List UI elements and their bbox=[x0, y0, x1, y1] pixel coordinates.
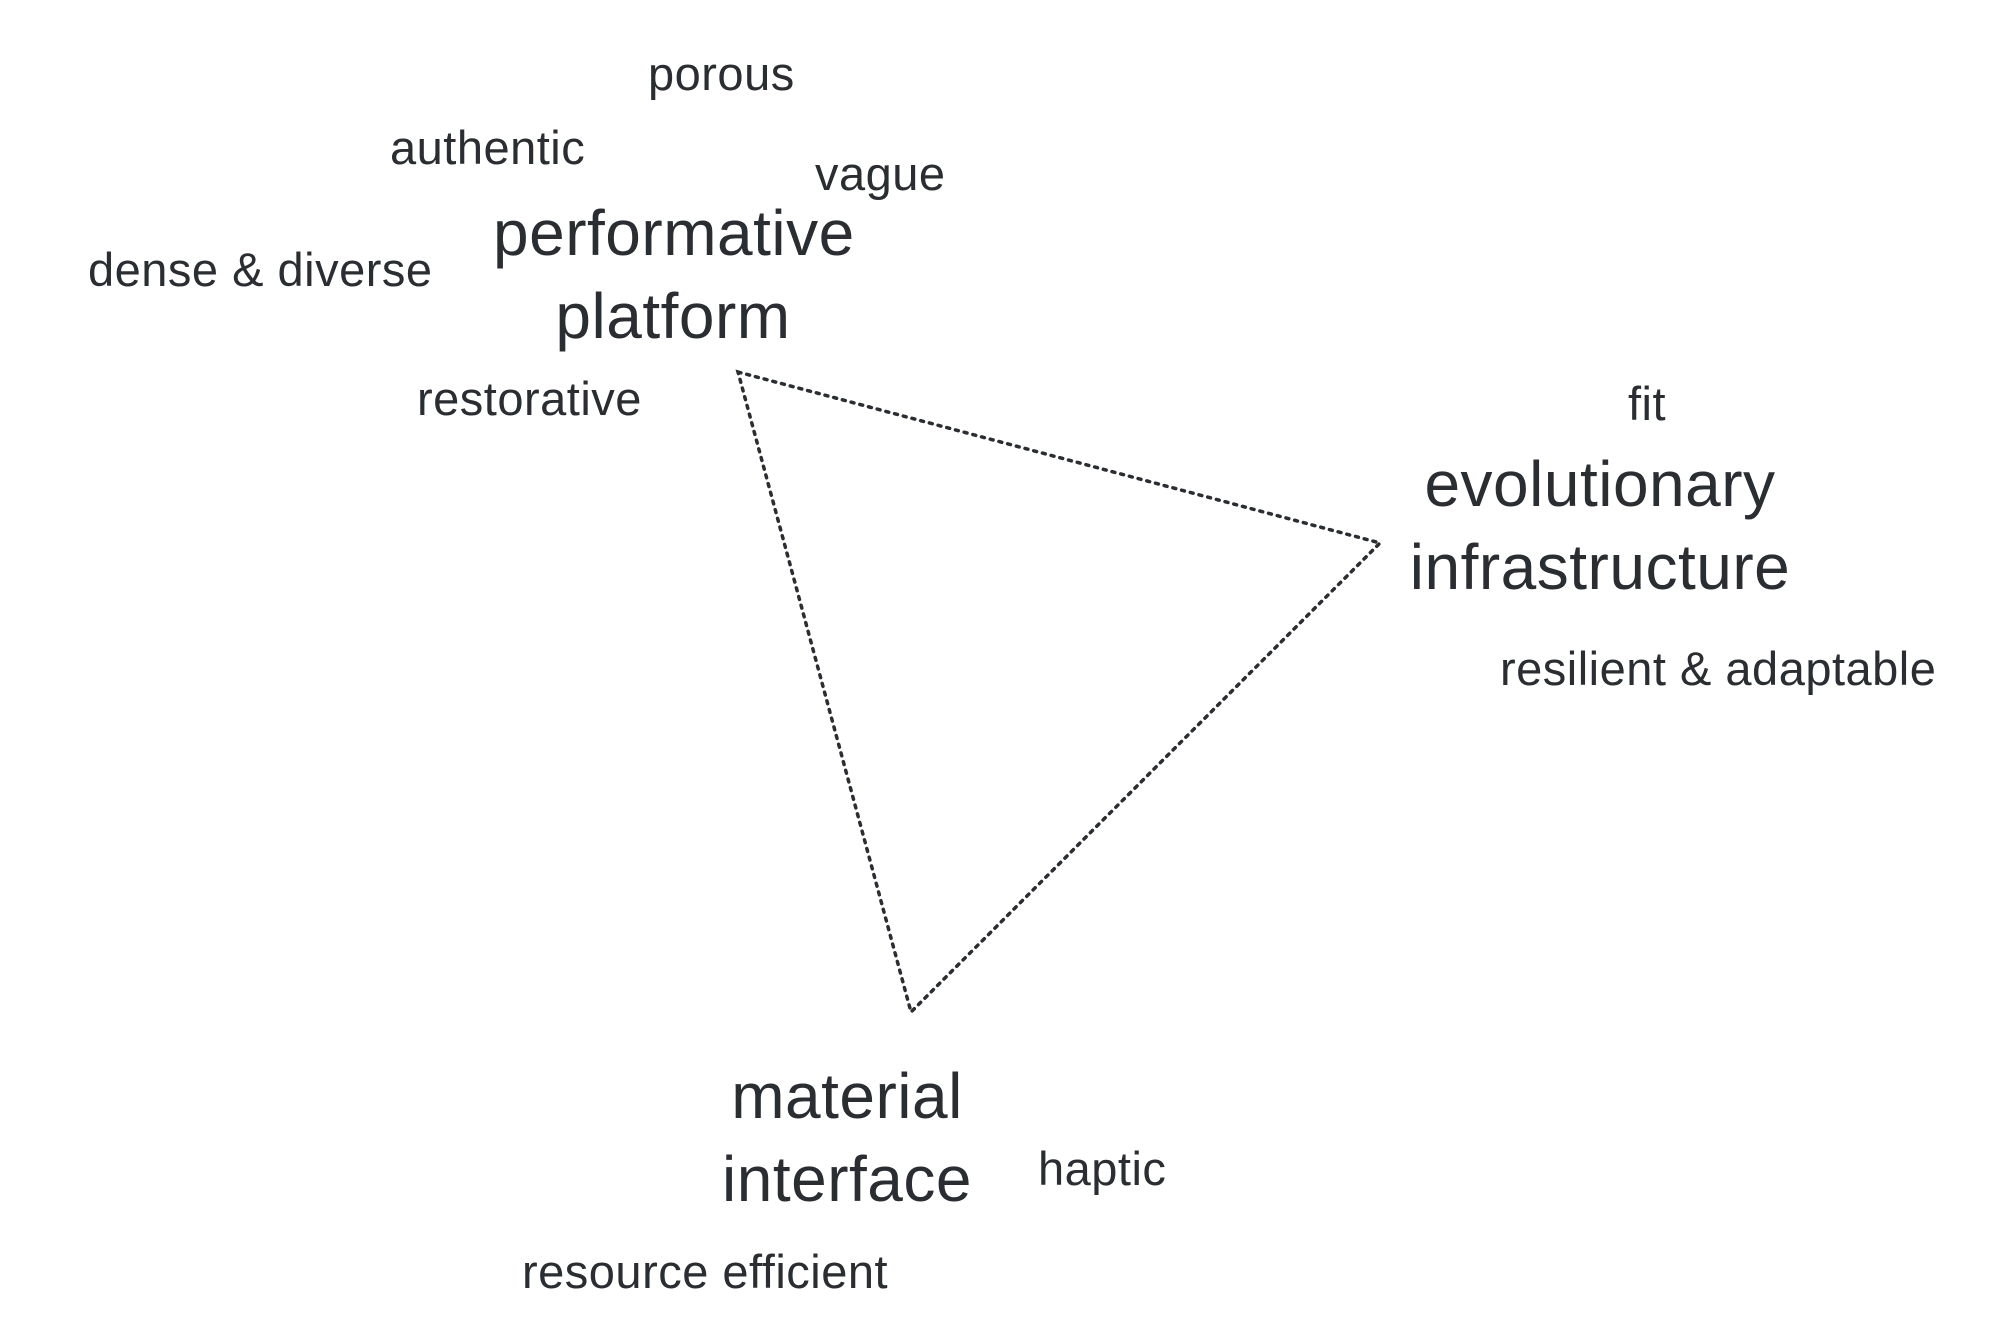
attribute-authentic: authentic bbox=[390, 121, 586, 174]
node-evolutionary-line2: infrastructure bbox=[1409, 531, 1791, 603]
attribute-resilient-adaptable: resilient & adaptable bbox=[1500, 642, 1937, 695]
attribute-vague: vague bbox=[815, 147, 946, 200]
node-evolutionary-infrastructure: evolutionary infrastructure bbox=[1405, 443, 1795, 609]
attribute-fit: fit bbox=[1628, 377, 1667, 430]
node-evolutionary-line1: evolutionary bbox=[1424, 448, 1776, 520]
attribute-restorative: restorative bbox=[417, 372, 642, 425]
attribute-haptic: haptic bbox=[1038, 1142, 1167, 1195]
node-material-line2: interface bbox=[722, 1143, 972, 1215]
node-material-line1: material bbox=[731, 1060, 963, 1132]
triangle-outline bbox=[735, 369, 1384, 1016]
attribute-porous: porous bbox=[648, 47, 795, 100]
node-performative-line1: performative bbox=[493, 197, 855, 269]
attribute-dense-diverse: dense & diverse bbox=[88, 243, 433, 296]
attribute-resource-efficient: resource efficient bbox=[522, 1245, 889, 1298]
node-performative-line2: platform bbox=[555, 280, 791, 352]
node-material-interface: material interface bbox=[697, 1055, 997, 1221]
node-performative-platform: performative platform bbox=[493, 192, 855, 358]
